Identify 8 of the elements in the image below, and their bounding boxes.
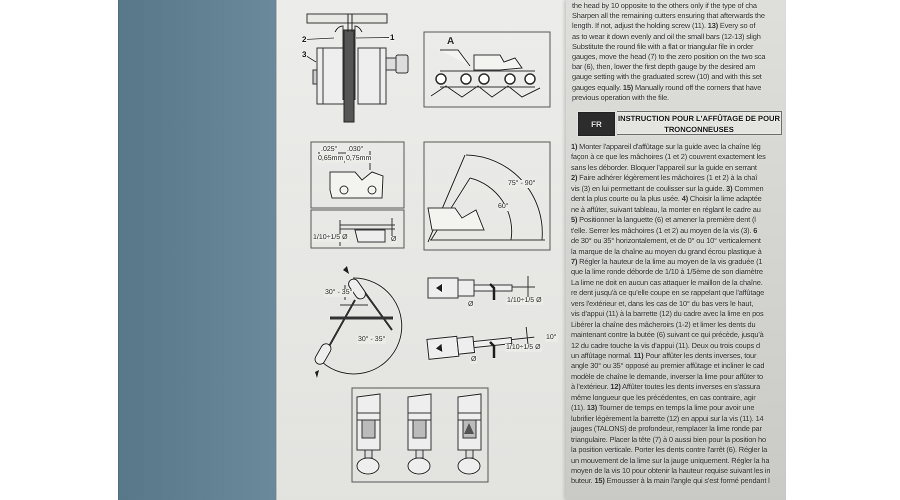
leader-line: [356, 37, 390, 38]
callout-number: 3: [302, 50, 306, 59]
leader-line: [306, 38, 334, 40]
language-tab: FR: [578, 112, 615, 136]
leader-line: [306, 56, 316, 62]
callout-number: 2: [302, 35, 306, 44]
dimension-label: A: [446, 38, 456, 46]
callout-number: 1: [390, 33, 394, 42]
